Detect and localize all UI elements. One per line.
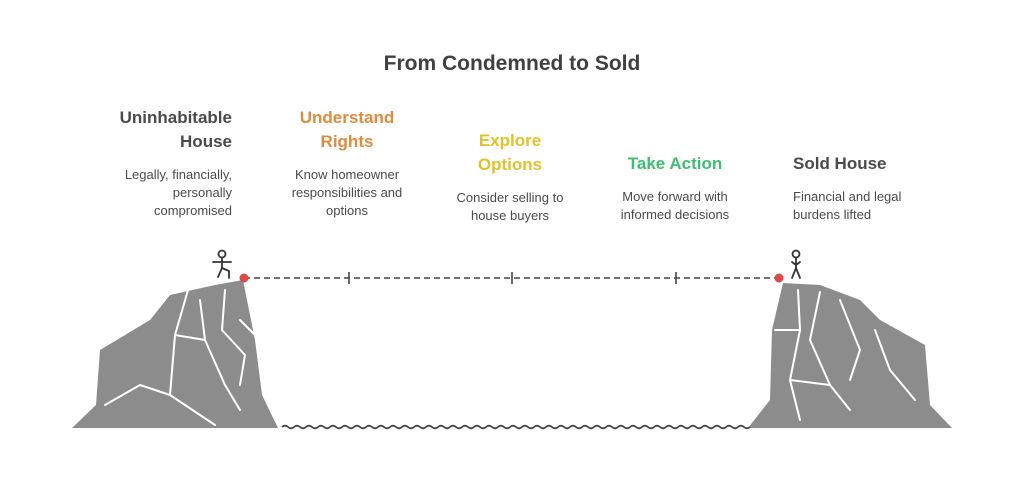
water-waves — [281, 424, 751, 430]
start-marker — [239, 273, 249, 283]
stage-description: Consider selling to house buyers — [456, 190, 564, 223]
end-marker — [774, 273, 784, 283]
person-standing-icon — [791, 249, 801, 279]
right-cliff — [748, 283, 952, 428]
stage-title: Explore Options — [477, 131, 543, 174]
diagram-title: From Condemned to Sold — [383, 52, 641, 75]
stage-explore-options: Explore Options Consider selling to hous… — [425, 129, 595, 225]
stage-understand-rights: Understand Rights Know homeowner respons… — [262, 106, 432, 220]
stage-description: Financial and legal burdens lifted — [793, 189, 902, 222]
stage-title: Sold House — [793, 154, 887, 173]
stage-description: Move forward with informed decisions — [620, 189, 730, 222]
person-walking-icon — [212, 249, 232, 279]
stage-title: Uninhabitable House — [119, 108, 232, 151]
timeline-ticks — [348, 272, 677, 284]
stage-sold-house: Sold House Financial and legal burdens l… — [793, 152, 963, 224]
stage-take-action: Take Action Move forward with informed d… — [590, 152, 760, 224]
stage-uninhabitable-house: Uninhabitable House Legally, financially… — [62, 106, 232, 220]
left-cliff — [72, 280, 278, 428]
stage-description: Legally, financially, personally comprom… — [124, 167, 232, 218]
stage-title: Understand Rights — [299, 108, 395, 151]
stage-title: Take Action — [627, 154, 723, 173]
stage-description: Know homeowner responsibilities and opti… — [291, 167, 403, 218]
